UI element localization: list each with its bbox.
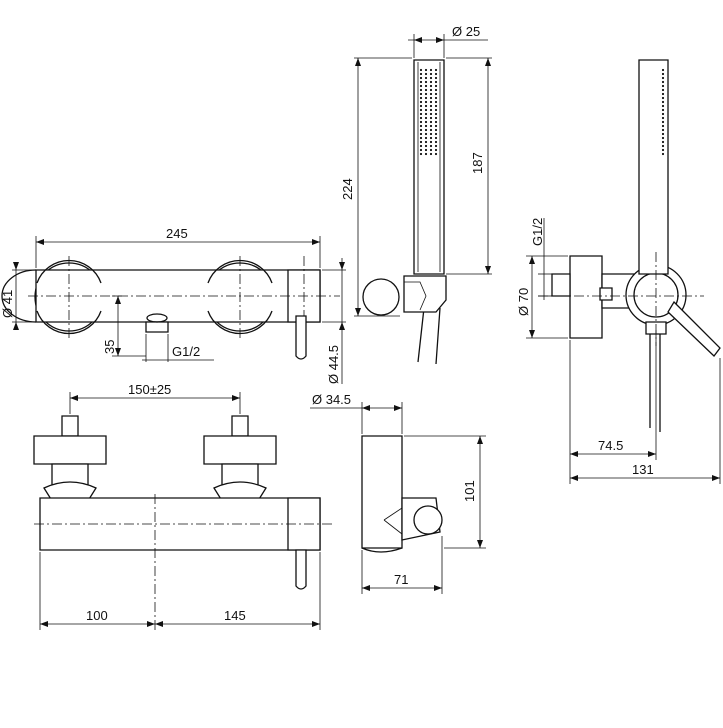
dim-d41: Ø 41 (0, 290, 15, 318)
dim-74-5: 74.5 (598, 438, 623, 453)
dim-w145: 145 (224, 608, 246, 623)
dim-w245: 245 (166, 226, 188, 241)
dim-h101: 101 (462, 480, 477, 502)
dim-d44-5: Ø 44.5 (326, 345, 341, 384)
dim-d34-5: Ø 34.5 (312, 392, 351, 407)
dim-w71: 71 (394, 572, 408, 587)
spray-nozzles (419, 68, 438, 156)
dim-d70: Ø 70 (516, 288, 531, 316)
dim-h224: 224 (340, 178, 355, 200)
dim-h187: 187 (470, 152, 485, 174)
dim-d25: Ø 25 (452, 24, 480, 39)
dim-g12-front: G1/2 (172, 344, 200, 359)
hand-shower-view: Ø 25 224 187 (340, 24, 492, 365)
dim-w131: 131 (632, 462, 654, 477)
front-view: 245 Ø 41 35 G1/2 Ø 44.5 (0, 226, 346, 384)
holder-side-view: Ø 34.5 101 71 (310, 392, 486, 594)
dim-w100: 100 (86, 608, 108, 623)
side-spray-nozzles (661, 68, 665, 156)
dim-g12-side: G1/2 (530, 218, 545, 246)
top-view: 150±25 100 145 (33, 382, 334, 630)
dim-c150: 150±25 (128, 382, 171, 397)
side-view: G1/2 Ø 70 74.5 131 (516, 59, 721, 484)
dim-v35: 35 (102, 340, 117, 354)
